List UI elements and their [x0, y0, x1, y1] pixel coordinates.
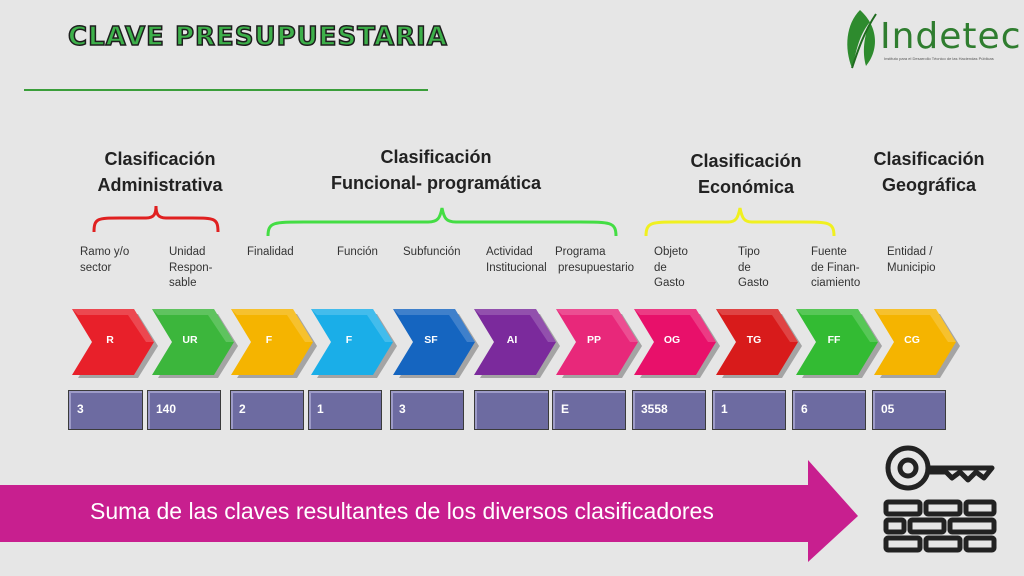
title-underline — [24, 89, 428, 91]
group-label-line2: Económica — [697, 177, 795, 197]
chevron-ai: AI — [474, 309, 560, 378]
brace-economica — [644, 207, 836, 237]
value-box — [474, 390, 549, 430]
group-label-line1: Clasificación — [380, 147, 492, 167]
chevron-label: R — [106, 334, 114, 346]
value-box: 3558 — [632, 390, 706, 430]
chevron-f: F — [311, 309, 397, 378]
chevron-tg: TG — [716, 309, 802, 378]
value-text: E — [561, 402, 570, 416]
chevron-label: CG — [904, 334, 920, 346]
value-text: 3 — [77, 402, 84, 416]
leaf-icon — [847, 10, 877, 69]
group-label-line1: Clasificación — [104, 149, 216, 169]
chevron-sf: SF — [393, 309, 479, 378]
value-text: 140 — [156, 402, 177, 416]
value-text: 2 — [239, 402, 246, 416]
value-text: 3558 — [641, 402, 668, 416]
chevron-label: PP — [586, 334, 601, 346]
chevron-r: R — [72, 309, 158, 378]
value-box: 140 — [147, 390, 221, 430]
indetec-logo: Indetec Instituto para el Desarrollo Téc… — [838, 2, 1024, 74]
logo-name: Indetec — [880, 16, 1022, 57]
chevron-og: OG — [634, 309, 720, 378]
group-administrativa: Clasificación Administrativa — [80, 146, 240, 198]
group-geografica: Clasificación Geográfica — [854, 146, 1004, 198]
subitem-subfuncion: Subfunción — [403, 246, 461, 258]
value-box: 2 — [230, 390, 304, 430]
chevron-f: F — [231, 309, 317, 378]
chevron-label: UR — [182, 334, 198, 346]
chevron-pp: PP — [556, 309, 642, 378]
chevron-label: F — [345, 334, 353, 346]
summary-arrow — [0, 460, 858, 562]
value-box: E — [552, 390, 626, 430]
group-label-line1: Clasificación — [690, 151, 802, 171]
value-text: 1 — [721, 402, 728, 416]
value-box: 6 — [792, 390, 866, 430]
group-label-line2: Administrativa — [97, 175, 223, 195]
logo-tagline: Instituto para el Desarrollo Técnico de … — [884, 56, 994, 61]
chevron-ff: FF — [796, 309, 882, 378]
brace-funcional — [266, 207, 618, 237]
chevron-label: TG — [746, 334, 762, 346]
chevron-cg: CG — [874, 309, 960, 378]
group-economica: Clasificación Económica — [660, 148, 832, 200]
group-label-line2: Geográfica — [881, 175, 977, 195]
value-text: 3 — [399, 402, 406, 416]
value-box: 3 — [390, 390, 464, 430]
value-text: 05 — [881, 402, 895, 416]
chevron-label: OG — [663, 334, 681, 346]
value-text: 1 — [317, 402, 324, 416]
chevron-label: SF — [424, 334, 438, 346]
subitem-funcion: Función — [337, 246, 378, 258]
chevron-label: AI — [506, 334, 518, 346]
group-funcional: Clasificación Funcional- programática — [300, 144, 572, 196]
summary-text: Suma de las claves resultantes de los di… — [90, 498, 714, 524]
value-box: 1 — [308, 390, 382, 430]
brace-administrativa — [92, 205, 220, 233]
chevron-ur: UR — [152, 309, 238, 378]
page-title: CLAVE PRESUPUESTARIA — [67, 21, 448, 53]
value-text: 6 — [801, 402, 808, 416]
subitem-entidad: Entidad /Municipio — [887, 246, 936, 274]
group-label-line1: Clasificación — [873, 149, 985, 169]
group-label-line2: Funcional- programática — [330, 173, 542, 193]
value-box: 1 — [712, 390, 786, 430]
chevron-label: FF — [827, 334, 841, 346]
key-and-wall-icon — [883, 445, 997, 553]
chevron-label: F — [265, 334, 273, 346]
subitem-finalidad: Finalidad — [247, 246, 294, 258]
value-box: 3 — [68, 390, 143, 430]
value-box: 05 — [872, 390, 946, 430]
